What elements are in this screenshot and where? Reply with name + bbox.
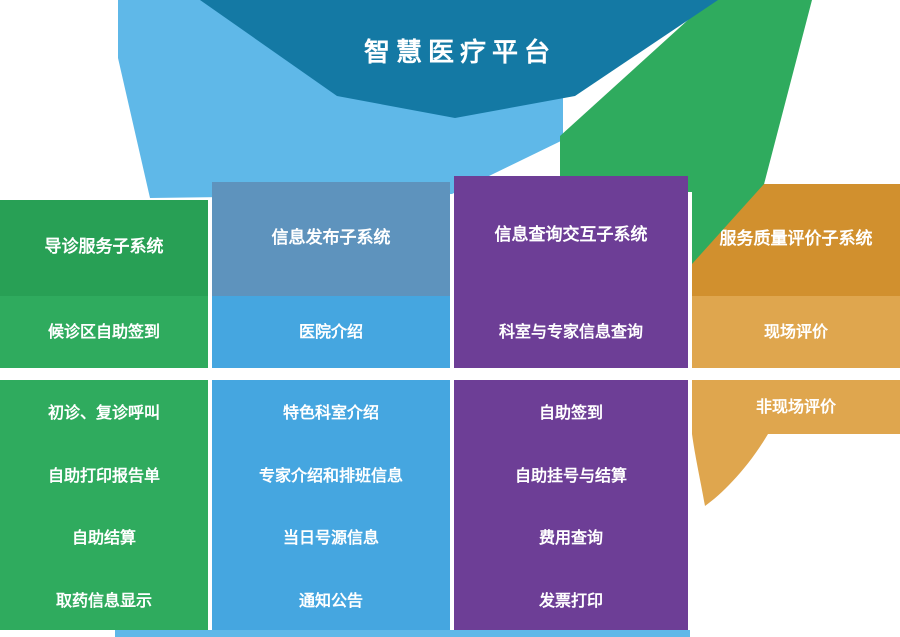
cell-visit-calling: 初诊、复诊呼叫 bbox=[47, 403, 160, 423]
column-info-query-header: 信息查询交互子系统 bbox=[454, 176, 688, 296]
cell-hospital-intro: 医院介绍 bbox=[212, 296, 450, 368]
cell-notices: 通知公告 bbox=[298, 590, 363, 610]
platform-title: 智慧医疗平台 bbox=[363, 38, 556, 68]
cell-self-settlement: 自助结算 bbox=[71, 528, 136, 548]
cell-featured-departments: 特色科室介绍 bbox=[282, 403, 379, 423]
cell-self-print-report: 自助打印报告单 bbox=[47, 465, 160, 485]
cell-self-checkin: 自助签到 bbox=[538, 403, 603, 423]
column-info-query-items: 自助签到 自助挂号与结算 费用查询 发票打印 bbox=[454, 380, 688, 630]
cell-medicine-info-display: 取药信息显示 bbox=[55, 590, 152, 610]
cell-expert-schedule-info: 专家介绍和排班信息 bbox=[258, 465, 403, 485]
cell-invoice-printing: 发票打印 bbox=[538, 590, 603, 610]
cell-onsite-evaluation: 现场评价 bbox=[692, 296, 900, 368]
cell-daily-ticket-info: 当日号源信息 bbox=[282, 528, 379, 548]
orange-ribbon-tail bbox=[692, 434, 768, 506]
cell-offsite-evaluation: 非现场评价 bbox=[692, 380, 900, 434]
green-corner-wedge bbox=[692, 184, 764, 264]
bottom-strip bbox=[115, 630, 690, 637]
cell-waiting-area-checkin: 候诊区自助签到 bbox=[0, 296, 208, 368]
column-info-publishing-items: 特色科室介绍 专家介绍和排班信息 当日号源信息 通知公告 bbox=[212, 380, 450, 630]
column-guidance-service-items: 初诊、复诊呼叫 自助打印报告单 自助结算 取药信息显示 bbox=[0, 380, 208, 630]
cell-fee-inquiry: 费用查询 bbox=[538, 528, 603, 548]
column-info-publishing-header: 信息发布子系统 bbox=[212, 182, 450, 296]
cell-dept-expert-query: 科室与专家信息查询 bbox=[454, 296, 688, 368]
green-funnel-shape bbox=[560, 0, 812, 192]
cell-self-registration-settlement: 自助挂号与结算 bbox=[514, 465, 627, 485]
column-guidance-service-header: 导诊服务子系统 bbox=[0, 200, 208, 296]
platform-banner-shape bbox=[200, 0, 718, 118]
